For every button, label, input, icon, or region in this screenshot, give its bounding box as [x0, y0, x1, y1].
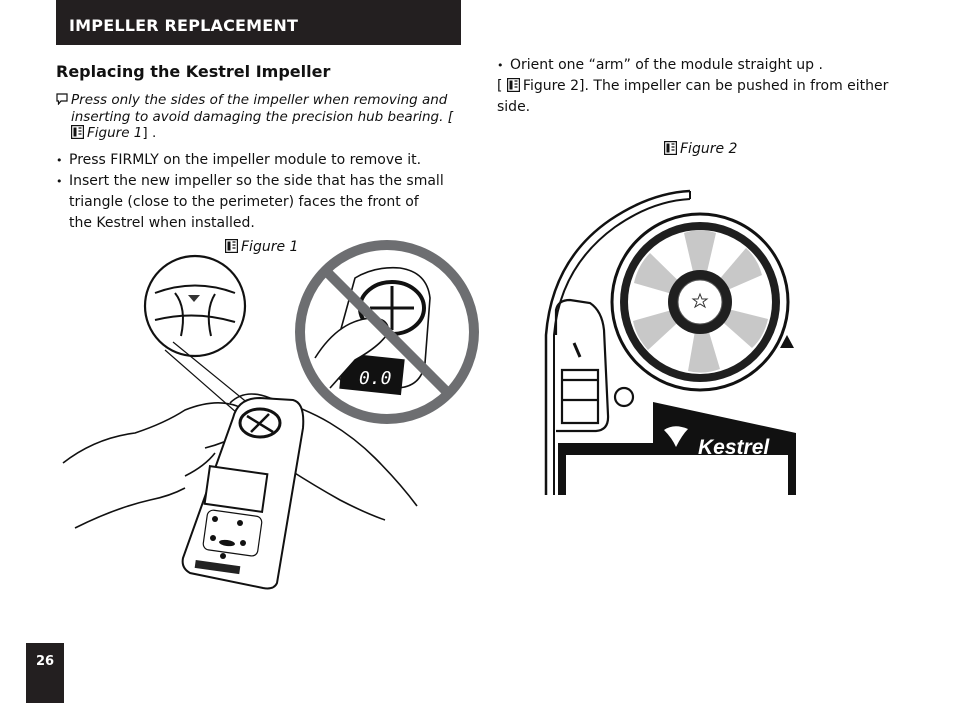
note-icon: [56, 93, 68, 105]
figure-screen-readout: 0.0: [359, 368, 392, 389]
figure-icon: [664, 141, 677, 155]
continuation-rest: ]. The impeller can be pushed in from ei…: [497, 78, 889, 115]
list-item: Insert the new impeller so the side that…: [56, 171, 446, 234]
subheading: Replacing the Kestrel Impeller: [56, 62, 331, 81]
right-instruction-list: Orient one “arm” of the module straight …: [497, 55, 907, 76]
note-text: Press only the sides of the impeller whe…: [71, 92, 453, 125]
caution-note: Press only the sides of the impeller whe…: [56, 92, 456, 142]
figure-icon: [506, 78, 520, 92]
kestrel-device-drawing: [181, 396, 305, 590]
kestrel-bird-logo-icon: [664, 426, 688, 447]
instruction-list: Press FIRMLY on the impeller module to r…: [56, 150, 446, 234]
figure-1-caption-text: Figure 1: [241, 239, 299, 255]
impeller-wheel: [610, 212, 794, 392]
note-figure-ref: Figure 1: [87, 125, 143, 141]
orientation-triangle: [780, 335, 794, 348]
side-latch: [554, 298, 635, 433]
magnified-detail: [143, 254, 261, 421]
list-item: Press FIRMLY on the impeller module to r…: [56, 150, 446, 171]
page-number: 26: [36, 654, 55, 669]
figure-icon: [225, 239, 238, 253]
brand-panel: Kestrel: [558, 402, 796, 495]
continuation-open: [: [497, 78, 503, 94]
continuation-figure-ref: Figure 2: [522, 78, 580, 94]
figure-1-illustration: 0.0: [62, 240, 479, 590]
figure-2-caption-text: Figure 2: [680, 141, 738, 157]
figure-2-illustration: Kestrel: [544, 189, 796, 495]
figure-2-caption: Figure 2: [664, 141, 737, 157]
section-header: IMPELLER REPLACEMENT: [56, 0, 461, 45]
figure-icon: [71, 125, 84, 139]
device-outline: [544, 189, 691, 495]
page-number-tab: 26: [26, 643, 64, 703]
brand-label: Kestrel: [698, 436, 770, 459]
list-item: Orient one “arm” of the module straight …: [497, 55, 907, 76]
section-title: IMPELLER REPLACEMENT: [69, 16, 299, 35]
hands-drawing: [62, 393, 418, 529]
right-continuation: [ Figure 2]. The impeller can be pushed …: [497, 76, 907, 118]
figure-1-caption: Figure 1: [225, 239, 298, 255]
note-close: ] .: [142, 125, 157, 141]
note-text-block: Press only the sides of the impeller whe…: [71, 92, 456, 142]
no-symbol-icon: 0.0: [295, 240, 479, 424]
